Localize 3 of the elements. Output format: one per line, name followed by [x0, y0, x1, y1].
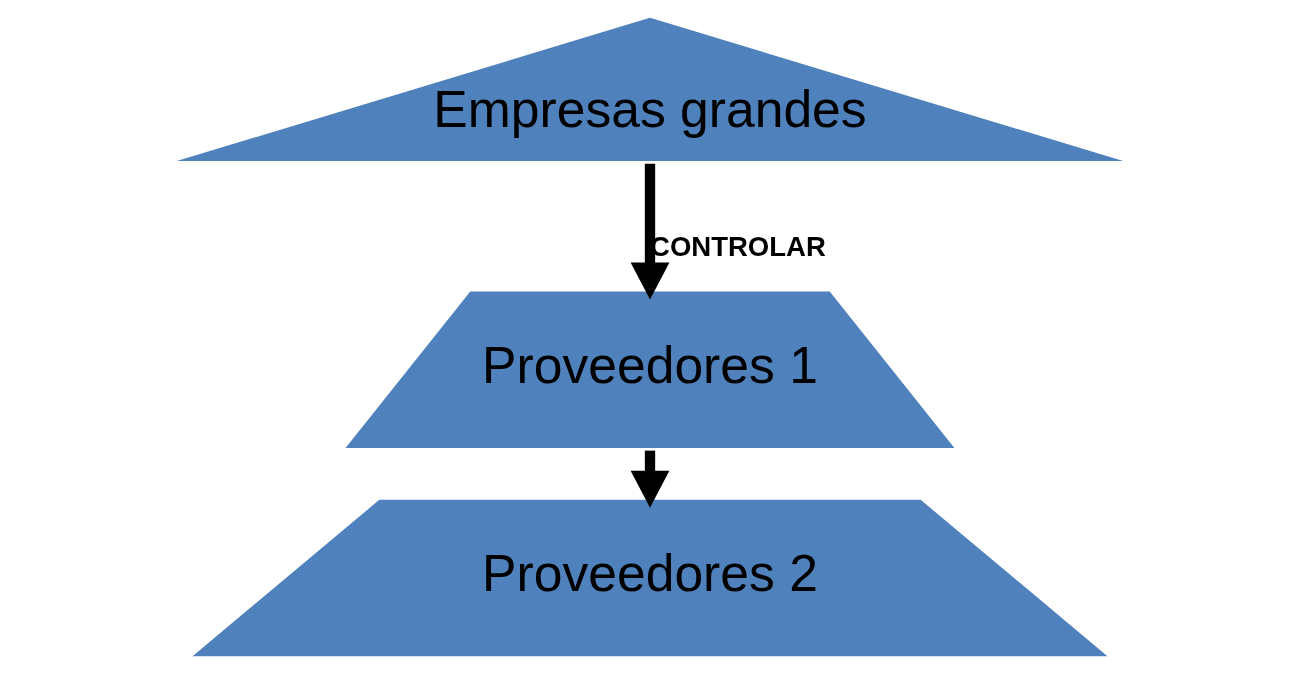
- arrow: [630, 450, 669, 508]
- arrow: [630, 163, 669, 300]
- edge-label: CONTROLAR: [649, 230, 826, 262]
